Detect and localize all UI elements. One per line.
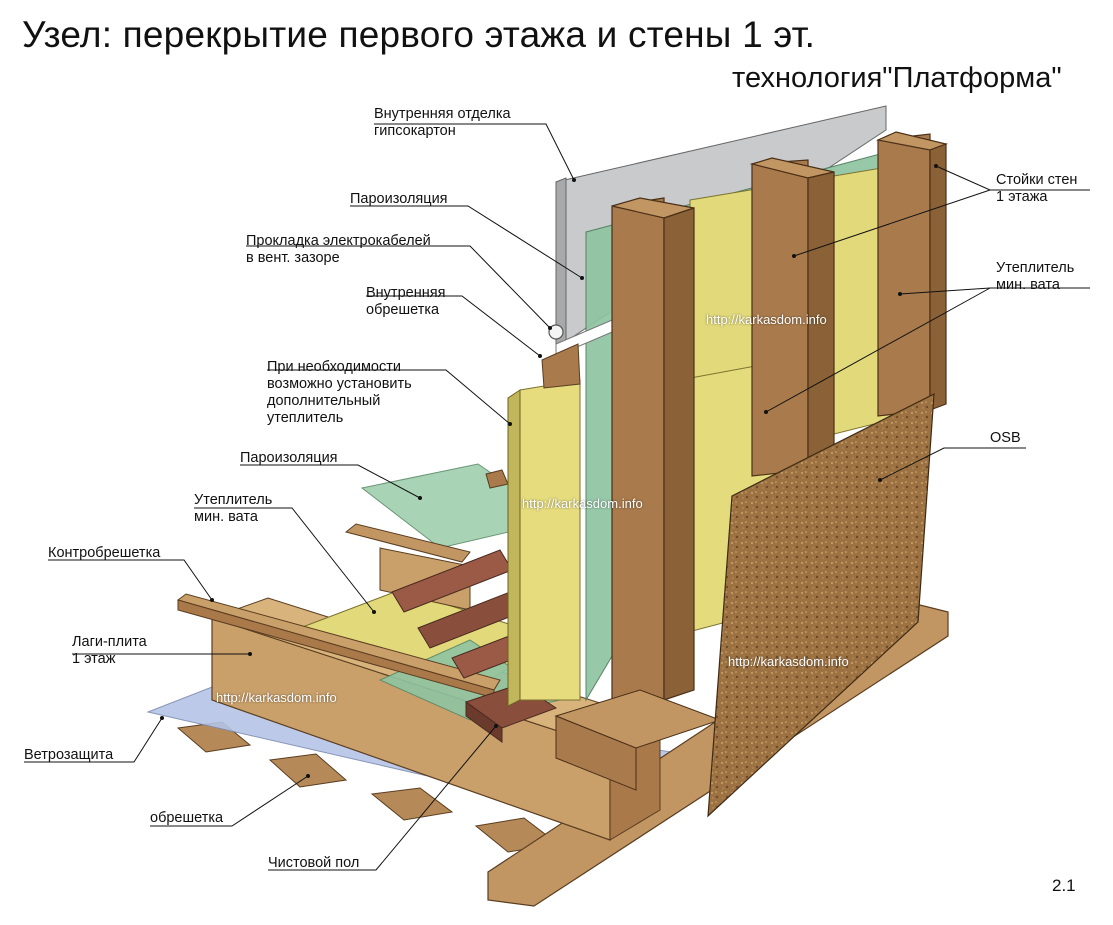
watermark: http://karkasdom.info [522,496,643,511]
watermark: http://karkasdom.info [728,654,849,669]
page-number: 2.1 [1052,876,1076,895]
label-battens: обрешетка [150,810,224,826]
osb-sheet [707,392,935,818]
wall-studs [611,131,949,709]
label-vapor-barrier-wall: Пароизоляция [350,191,448,207]
inner-batten [541,343,581,389]
page-title: Узел: перекрытие первого этажа и стены 1… [22,14,816,55]
page-subtitle: технология"Платформа" [732,62,1062,94]
label-osb: OSB [990,430,1021,446]
label-inner-battens: Внутренняя обрешетка [366,285,446,318]
label-joists: Лаги-плита 1 этаж [72,634,147,667]
label-wind-barrier: Ветрозащита [24,747,114,763]
label-counter-battens: Контробрешетка [48,545,161,561]
label-extra-insulation: При необходимости возможно установить до… [267,359,412,426]
label-floor-insulation: Утеплитель мин. вата [194,492,273,525]
label-wall-insulation: Утеплитель мин. вата [996,260,1075,293]
label-studs: Стойки стен 1 этажа [996,172,1078,205]
leader-lines [24,123,1090,871]
label-inner-finish: Внутренняя отделка гипсокартон [374,106,511,139]
watermark: http://karkasdom.info [706,312,827,327]
label-cable-gasket: Прокладка электрокабелей в вент. зазоре [246,233,431,266]
label-vapor-barrier-floor: Пароизоляция [240,450,338,466]
watermark: http://karkasdom.info [216,690,337,705]
label-finish-floor: Чистовой пол [268,855,360,871]
